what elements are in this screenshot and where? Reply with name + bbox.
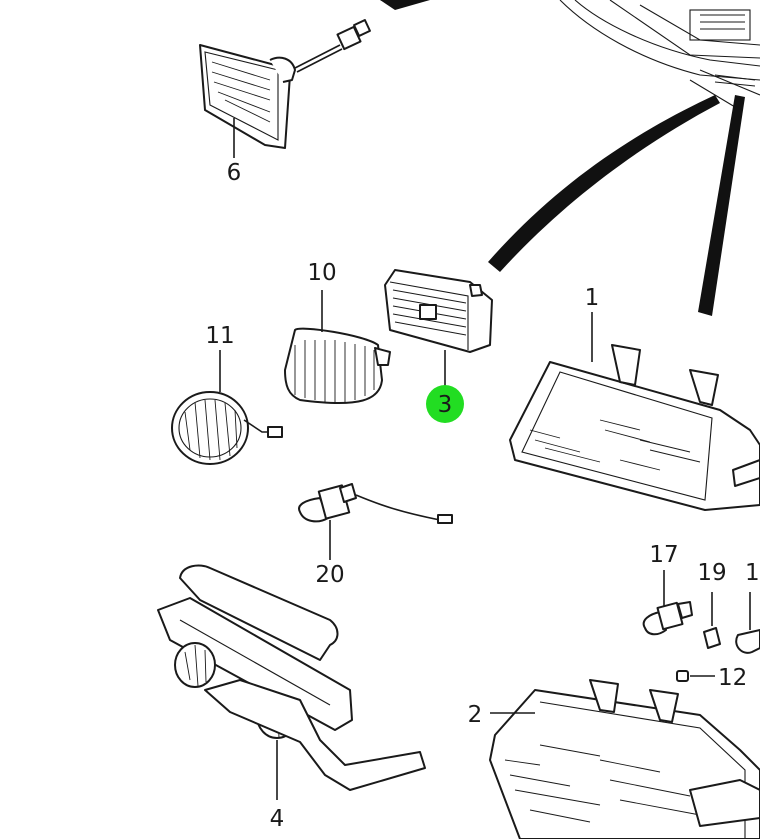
callout-2: 2 bbox=[468, 702, 483, 728]
callout-3[interactable]: 3 bbox=[438, 392, 453, 418]
part-4-fog-lamp-bar bbox=[157, 564, 426, 800]
callout-16: 16 bbox=[745, 560, 760, 586]
part-3-marker-lamp bbox=[384, 269, 493, 390]
part-16-bulb bbox=[735, 592, 760, 654]
callout-19: 19 bbox=[697, 560, 726, 586]
callout-10: 10 bbox=[307, 260, 336, 286]
part-11-round-lamp bbox=[171, 350, 283, 465]
callout-11: 11 bbox=[205, 323, 234, 349]
part-2-headlamp bbox=[489, 679, 760, 839]
callout-4: 4 bbox=[270, 806, 285, 832]
vehicle-front-outline bbox=[380, 0, 760, 316]
callout-6: 6 bbox=[227, 160, 242, 186]
part-17-bulb bbox=[642, 570, 693, 636]
callout-20: 20 bbox=[315, 562, 344, 588]
part-10-fog-lamp bbox=[284, 290, 391, 405]
callout-17: 17 bbox=[649, 542, 678, 568]
callout-1: 1 bbox=[585, 285, 600, 311]
highlight-badge[interactable] bbox=[426, 385, 464, 423]
callout-labels: 6 10 11 1 3 20 17 19 16 12 2 4 bbox=[205, 160, 760, 832]
part-1-headlamp bbox=[509, 312, 760, 511]
part-20-bulb-socket bbox=[298, 483, 453, 560]
part-19-bulb bbox=[703, 592, 721, 649]
callout-12: 12 bbox=[718, 665, 747, 691]
callout-3-highlighted[interactable]: 3 bbox=[426, 385, 464, 423]
part-12-bulb bbox=[676, 670, 715, 682]
part-6-side-marker bbox=[199, 19, 371, 158]
